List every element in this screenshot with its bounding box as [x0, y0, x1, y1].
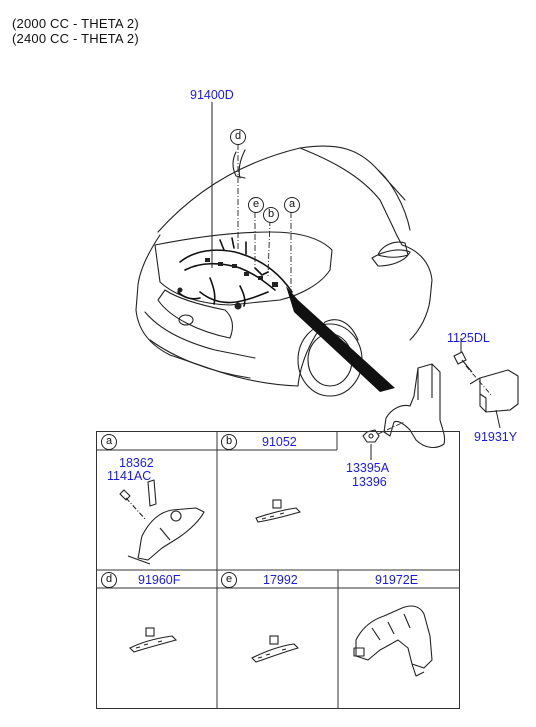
car-hood-outline [157, 145, 406, 233]
car-windshield [299, 147, 403, 246]
detail-protector-91972e [353, 605, 433, 677]
detail-d-cable-tie [129, 627, 178, 653]
part-number-18362[interactable]: 18362 [119, 456, 154, 470]
nut-13395a [362, 429, 380, 443]
part-number-91400d[interactable]: 91400D [190, 88, 234, 102]
harness-bracket [383, 363, 446, 449]
cell-d-letter: d [101, 572, 117, 588]
car-grille [157, 289, 234, 339]
marker-e: e [248, 197, 264, 213]
part-number-13396[interactable]: 13396 [352, 475, 387, 489]
detail-pointer-sweep [286, 286, 395, 392]
part-number-91931y[interactable]: 91931Y [474, 430, 518, 444]
car-headlight [371, 249, 411, 267]
car-bumper [144, 311, 256, 359]
detail-e-cable-tie [251, 635, 300, 663]
engine-spec-line-1: (2000 CC - THETA 2) [12, 16, 139, 31]
part-number-1141ac[interactable]: 1141AC [107, 469, 152, 483]
part-number-13395a[interactable]: 13395A [346, 461, 390, 475]
part-number-91960f[interactable]: 91960F [138, 573, 181, 587]
part-number-91052[interactable]: 91052 [262, 435, 297, 449]
car-fender [401, 244, 433, 341]
detail-a-illustration [119, 479, 205, 565]
cell-e-letter: e [221, 572, 237, 588]
marker-b: b [263, 207, 279, 223]
detail-table: a 18362 1141AC b 91052 d 91960F e 17992 … [96, 431, 460, 709]
mount-bracket-91931y [479, 369, 519, 413]
cell-a-letter: a [101, 434, 117, 450]
part-number-17992[interactable]: 17992 [263, 573, 298, 587]
part-number-1125dl[interactable]: 1125DL [447, 331, 490, 345]
engine-spec-line-2: (2400 CC - THETA 2) [12, 31, 139, 46]
cell-b-letter: b [221, 434, 237, 450]
part-number-91972e[interactable]: 91972E [375, 573, 419, 587]
marker-d: d [230, 129, 246, 145]
detail-b-cable-tie [255, 499, 302, 523]
marker-a: a [284, 197, 300, 213]
detail-table-grid [97, 432, 459, 708]
bolt-1125dl [453, 351, 473, 373]
